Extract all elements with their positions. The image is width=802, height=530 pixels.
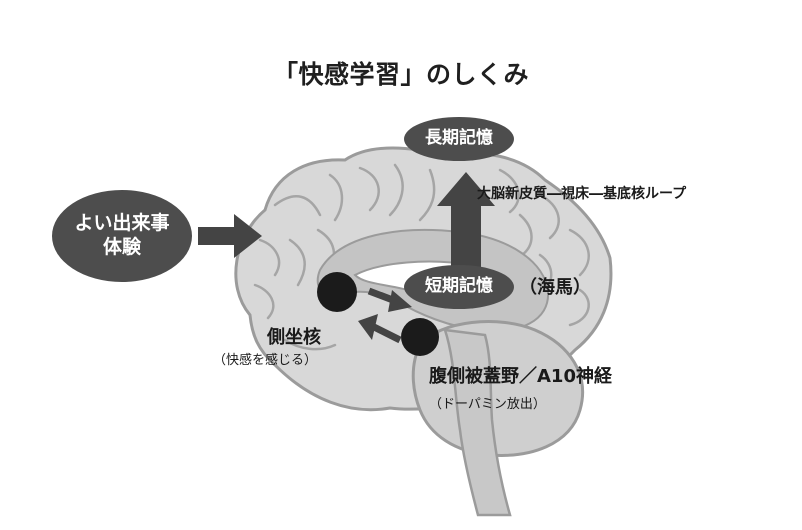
- cortex-loop-label: 大脳新皮質―視床―基底核ループ: [477, 186, 687, 202]
- brainstem: [443, 328, 512, 517]
- vta-to-nacc-arrow: [358, 314, 402, 344]
- experience-arrow: [198, 214, 262, 258]
- vta-ball: [401, 318, 439, 356]
- nacc-to-stm-arrow: [367, 287, 412, 312]
- diagram-title: 「快感学習」のしくみ: [272, 60, 529, 89]
- consolidation-arrow: [437, 172, 495, 270]
- experience-line1: よい出来事: [74, 212, 170, 235]
- experience-line2: 体験: [102, 236, 141, 258]
- brain-folds: [253, 163, 590, 351]
- vta-note: （ドーパミン放出）: [429, 397, 546, 412]
- vta-label: 腹側被蓋野／A10神経: [429, 366, 612, 387]
- short-term-memory-label: 短期記憶: [404, 265, 514, 309]
- hippocampus-label: （海馬）: [519, 277, 591, 298]
- nucleus-accumbens-note: （快感を感じる）: [213, 353, 318, 368]
- cerebellum: [411, 320, 585, 457]
- long-term-memory-label: 長期記憶: [404, 117, 514, 161]
- experience-label: よい出来事 体験: [52, 190, 192, 282]
- nucleus-accumbens-label: 側坐核: [267, 327, 321, 348]
- nucleus-accumbens-ball: [317, 272, 357, 312]
